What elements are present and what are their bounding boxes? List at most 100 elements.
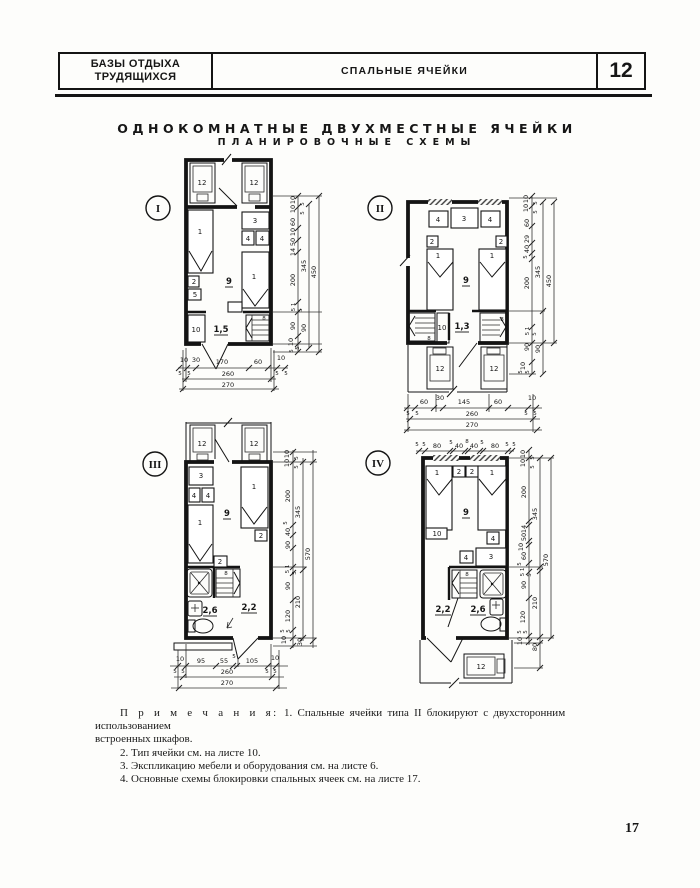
note-2: 2. Тип ячейки см. на листе 10. [120, 746, 261, 759]
svg-text:12: 12 [490, 365, 499, 373]
room-label: 2,6 [470, 605, 485, 615]
svg-text:5: 5 [524, 411, 528, 417]
walls [173, 438, 273, 660]
room-label: 2,2 [241, 603, 256, 613]
svg-text:60: 60 [523, 219, 531, 227]
bath-door-arrow [226, 617, 234, 629]
svg-text:1: 1 [198, 228, 202, 236]
svg-text:5: 5 [178, 371, 182, 377]
svg-text:170: 170 [216, 358, 228, 366]
svg-text:2: 2 [218, 558, 222, 566]
svg-text:10: 10 [528, 394, 536, 402]
dim-chain-right: 10 10 5 5 60 10 50 14 200 345 450 5 1 5 … [273, 192, 323, 356]
svg-text:9: 9 [224, 509, 230, 519]
svg-text:5: 5 [480, 440, 484, 446]
svg-text:90: 90 [284, 582, 292, 590]
terrace [419, 640, 513, 689]
svg-text:30: 30 [296, 638, 304, 646]
svg-text:5: 5 [533, 411, 537, 417]
plan-II: II 4 3 4 2 2 1 1 9 10 1,3 [367, 192, 558, 434]
svg-text:10: 10 [289, 205, 297, 213]
svg-text:3: 3 [199, 472, 203, 480]
svg-text:55: 55 [220, 657, 228, 665]
svg-text:4: 4 [464, 554, 469, 562]
plan-IV: IV 5 5 80 5 40 8 40 5 80 5 5 [365, 439, 555, 689]
svg-text:12: 12 [198, 440, 207, 448]
plan-III-badge: III [142, 451, 168, 477]
entrance-door-swing [458, 342, 478, 368]
svg-text:10: 10 [519, 459, 527, 467]
balcony-door-swing [218, 187, 238, 207]
svg-text:5: 5 [518, 370, 524, 374]
note-4: 4. Основные схемы блокировки спальных яч… [120, 773, 421, 786]
svg-text:570: 570 [542, 554, 550, 566]
svg-text:120: 120 [519, 611, 527, 623]
svg-text:5: 5 [300, 211, 306, 215]
balcony-lounger: 12 [241, 162, 268, 204]
svg-text:8: 8 [224, 571, 228, 577]
svg-text:105: 105 [246, 657, 258, 665]
svg-text:5: 5 [300, 202, 306, 206]
svg-text:10: 10 [519, 362, 527, 370]
svg-text:10: 10 [522, 195, 530, 203]
svg-text:10: 10 [517, 543, 525, 551]
svg-text:30: 30 [192, 356, 200, 364]
svg-text:1: 1 [435, 469, 439, 477]
svg-text:200: 200 [520, 486, 528, 498]
svg-text:5: 5 [284, 371, 288, 377]
svg-text:1,5: 1,5 [213, 325, 228, 335]
svg-text:5 1: 5 1 [285, 565, 291, 574]
svg-text:4: 4 [206, 492, 211, 500]
svg-text:8: 8 [427, 336, 431, 342]
plan-I: I 12 12 1 2 5 3 4 [145, 153, 323, 393]
svg-text:345: 345 [300, 260, 308, 272]
svg-text:30: 30 [436, 394, 444, 402]
svg-text:8: 8 [465, 439, 469, 445]
stairs-icon: 8 [215, 568, 241, 598]
svg-text:9: 9 [463, 508, 469, 518]
svg-text:9: 9 [463, 276, 469, 286]
svg-text:5: 5 [525, 370, 531, 374]
furniture: 1 2 2 1 9 10 4 4 3 [425, 465, 507, 567]
terrace-lounger: 12 [480, 346, 508, 390]
svg-text:5: 5 [193, 291, 197, 299]
svg-text:10: 10 [522, 204, 530, 212]
svg-text:5: 5 [295, 346, 301, 350]
sheet-number: 12 [596, 54, 644, 88]
svg-text:40: 40 [523, 245, 531, 253]
svg-text:8: 8 [500, 317, 504, 323]
sink-icon [489, 598, 504, 616]
toilet-icon [187, 618, 214, 634]
svg-text:10: 10 [516, 637, 524, 645]
dim-chain-right: 10 10 5 5 200 14 50 10 60 5 345 5 1 5 90… [509, 446, 555, 672]
svg-text:4: 4 [260, 235, 265, 243]
svg-text:1: 1 [436, 252, 440, 260]
svg-text:5: 5 [517, 562, 523, 566]
svg-text:5 1: 5 1 [520, 568, 526, 577]
svg-text:10: 10 [277, 354, 285, 362]
svg-text:5: 5 [533, 210, 539, 214]
svg-text:10: 10 [438, 324, 447, 332]
svg-text:60: 60 [520, 552, 528, 560]
svg-text:260: 260 [466, 410, 478, 418]
notes-block: П р и м е ч а н и я: 1. Спальные ячейки … [95, 707, 618, 786]
svg-text:5: 5 [265, 669, 269, 675]
svg-text:5: 5 [294, 456, 300, 460]
svg-text:90: 90 [284, 541, 292, 549]
stairs-icon: 8 [451, 569, 478, 599]
plan-IV-badge: IV [365, 450, 391, 476]
svg-text:40: 40 [284, 528, 292, 536]
svg-text:5: 5 [422, 442, 426, 448]
svg-text:200: 200 [289, 274, 297, 286]
note-1-cont: встроенных шкафов. [95, 733, 193, 746]
svg-text:200: 200 [284, 490, 292, 502]
svg-text:270: 270 [221, 679, 233, 687]
svg-text:145: 145 [458, 398, 470, 406]
svg-text:90: 90 [534, 345, 542, 353]
svg-text:10: 10 [176, 655, 184, 663]
stairs-icon: 8 [245, 314, 270, 342]
svg-text:1,3: 1,3 [454, 322, 469, 332]
svg-text:260: 260 [221, 668, 233, 676]
